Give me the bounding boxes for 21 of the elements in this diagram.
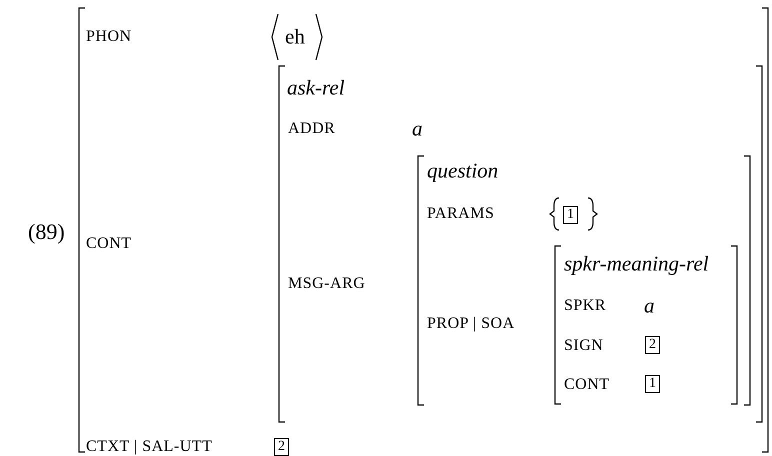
- tag-number: 1: [563, 206, 578, 224]
- feature-name: PARAMS: [427, 206, 494, 222]
- feature-name: MSG-ARG: [288, 276, 366, 292]
- type-label: ask-rel: [287, 78, 345, 98]
- feature-name: CTXT | SAL-UTT: [86, 439, 212, 455]
- tag-number: 2: [274, 438, 289, 456]
- example-number: (89): [28, 221, 65, 243]
- variable-text: a: [412, 118, 422, 140]
- feature-name: CONT: [86, 236, 132, 252]
- tag-number: 1: [645, 375, 660, 393]
- type-label: spkr-meaning-rel: [564, 254, 709, 274]
- feature-name: SPKR: [564, 298, 606, 314]
- feature-name: PROP | SOA: [427, 316, 515, 332]
- feature-name: ADDR: [288, 121, 336, 137]
- value-text: eh: [285, 26, 305, 48]
- feature-name: SIGN: [564, 338, 604, 354]
- tag-number: 2: [645, 336, 660, 354]
- variable-text: a: [644, 296, 654, 316]
- feature-name: CONT: [564, 377, 610, 393]
- feature-name: PHON: [86, 29, 132, 45]
- type-label: question: [427, 160, 498, 182]
